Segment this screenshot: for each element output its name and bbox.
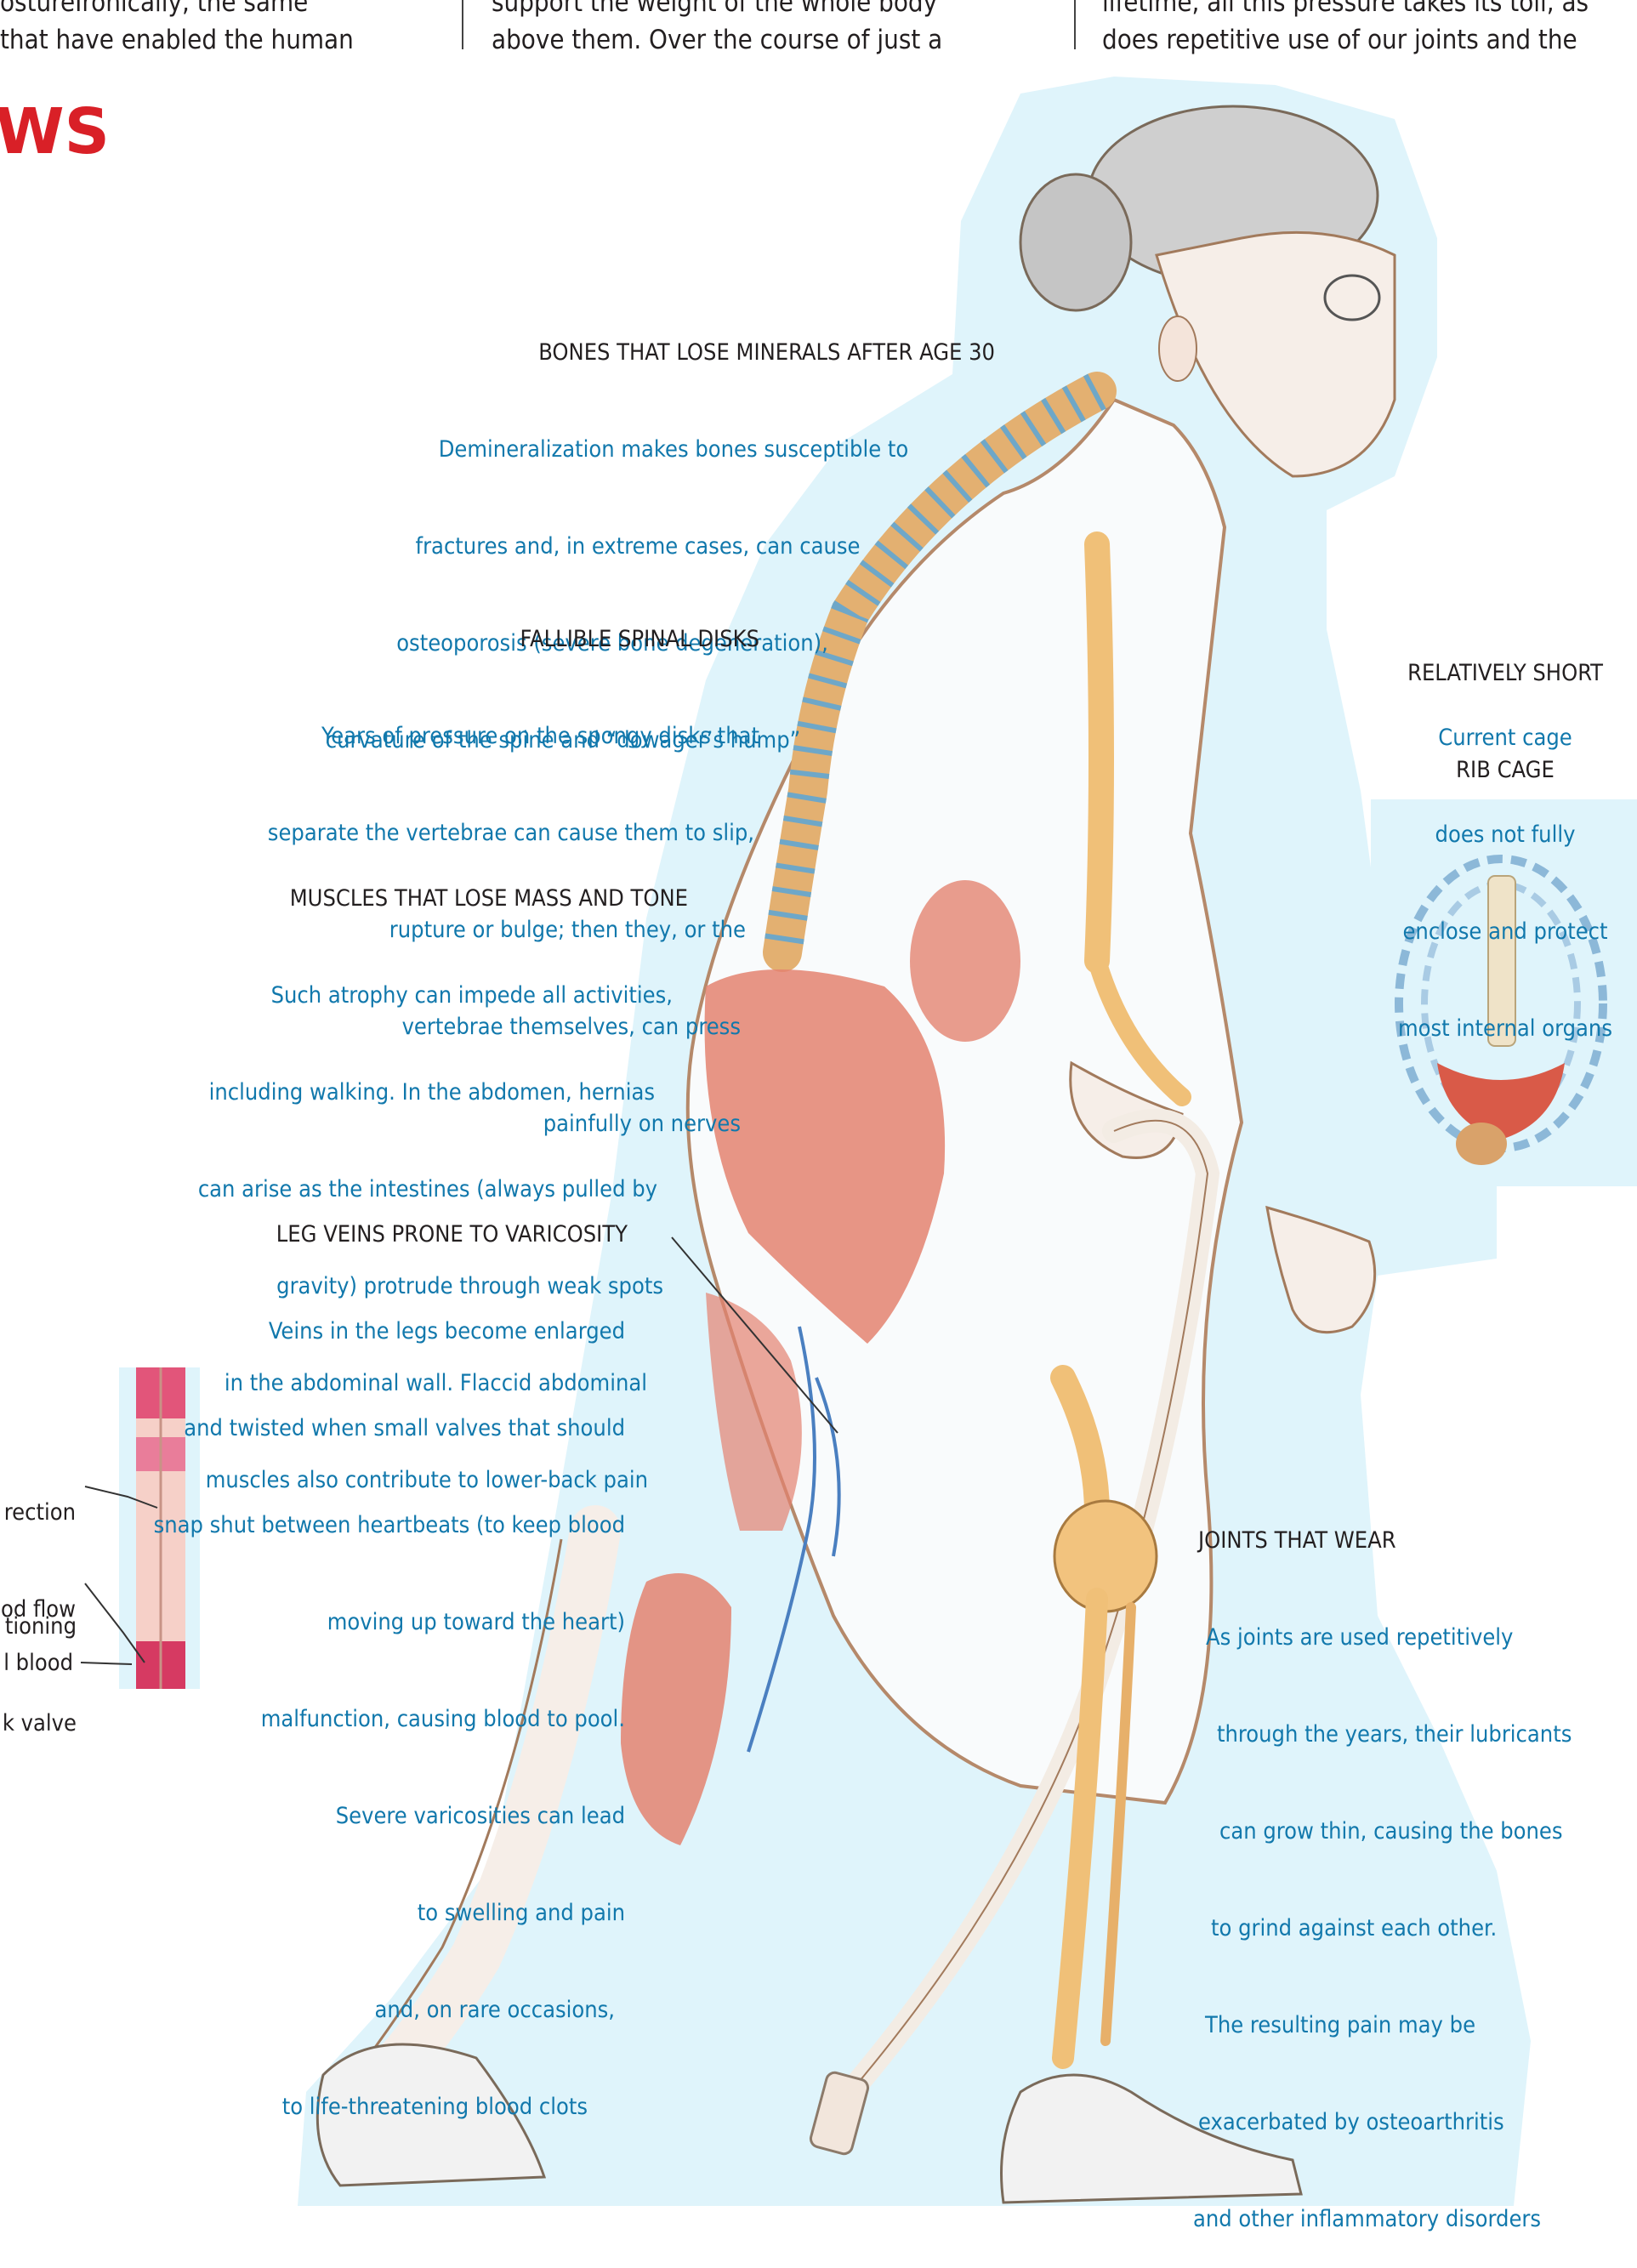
headline-fragment: WS — [0, 95, 110, 168]
hand-right — [1265, 1205, 1377, 1334]
callout-veins-line: moving up toward the heart) — [327, 1609, 625, 1635]
callout-muscles-line: in the abdominal wall. Flaccid abdominal — [224, 1370, 647, 1396]
callout-joints-line: The resulting pain may be — [1205, 2012, 1476, 2038]
callout-disks-text: Years of pressure on the spongy disks th… — [267, 656, 759, 1173]
callout-muscles-line: gravity) protrude through weak spots — [276, 1273, 663, 1299]
callout-joints-title: JOINTS THAT WEAR — [1198, 1527, 1396, 1554]
tibia — [1052, 1588, 1108, 2069]
inset-label-valve-line2: k valve — [2, 1710, 77, 1737]
femur — [1050, 1365, 1110, 1526]
face — [1155, 230, 1396, 478]
body-text-col1-line2: that have enabled the human — [0, 25, 354, 55]
callout-veins-line: and, on rare occasions, — [374, 1997, 616, 2023]
leg-veins — [747, 1326, 841, 1753]
callout-veins-title: LEG VEINS PRONE TO VARICOSITY — [276, 1221, 628, 1248]
inset-label-valve: tioning k valve — [3, 1546, 77, 1772]
callout-disks-line: vertebrae themselves, can press — [401, 1014, 741, 1040]
column-divider — [462, 0, 463, 49]
callout-joints-line: and other inflammatory disorders — [1193, 2206, 1542, 2232]
callout-veins-line: to life-threatening blood clots — [281, 2094, 588, 2120]
callout-muscles-text: Such atrophy can impede all activities, … — [198, 915, 685, 1529]
callout-disks-line: separate the vertebrae can cause them to… — [267, 820, 754, 846]
callout-bones-title: BONES THAT LOSE MINERALS AFTER AGE 30 — [538, 339, 995, 366]
abdominal-muscle — [910, 880, 1020, 1042]
inset-label-direction: rection od flow — [1, 1432, 76, 1658]
forearm-bone — [1088, 952, 1191, 1106]
callout-muscles-line: muscles also contribute to lower-back pa… — [205, 1467, 648, 1493]
callout-veins-line: to swelling and pain — [417, 1900, 625, 1926]
rib-cage-drawing — [1395, 855, 1607, 1165]
fibula — [1100, 1602, 1136, 2046]
callout-veins-line: Severe varicosities can lead — [335, 1803, 625, 1829]
inset-label-direction-line1: rection — [3, 1499, 76, 1526]
callout-joints-line: through the years, their lubricants — [1217, 1721, 1572, 1748]
gluteal-muscle — [704, 969, 946, 1344]
vein-inset-drawing — [136, 1367, 185, 1689]
callout-disks-title: FALLIBLE SPINAL DISKS — [520, 626, 759, 652]
inset-label-valve-line1: tioning — [4, 1613, 77, 1640]
callout-ribs-line: does not fully — [1435, 821, 1576, 848]
body-text-col3-line1: lifetime, all this pressure takes its to… — [1102, 0, 1589, 18]
inset-label-blood: l blood — [3, 1650, 73, 1676]
ear — [1158, 315, 1197, 382]
callout-muscles-line: including walking. In the abdomen, herni… — [208, 1079, 655, 1106]
callout-disks-line: rupture or bulge; then they, or the — [389, 917, 746, 943]
thigh-muscle — [706, 1293, 802, 1531]
callout-ribs-title-line2: RIB CAGE — [1456, 757, 1555, 783]
callout-bones-line: Demineralization makes bones susceptible… — [438, 436, 909, 463]
body-text-col2-line2: above them. Over the course of just a — [492, 25, 943, 55]
body-text-col1-line1: ostureIronically, the same — [0, 0, 309, 18]
callout-bones-text: Demineralization makes bones susceptible… — [298, 369, 978, 789]
hair-bun — [1019, 173, 1133, 312]
body-text-col3-line2: does repetitive use of our joints and th… — [1102, 25, 1577, 55]
callout-bones-line: fractures and, in extreme cases, can cau… — [415, 533, 861, 560]
column-divider — [1074, 0, 1076, 49]
callout-bones-line: curvature of the spine and “dowager’s hu… — [325, 727, 801, 753]
hand-left — [1069, 1060, 1184, 1159]
callout-veins-text: Veins in the legs become enlarged and tw… — [154, 1251, 625, 2156]
callout-joints-line: can grow thin, causing the bones — [1219, 1818, 1563, 1845]
body-text-col2-line1: support the weight of the whole body — [492, 0, 938, 18]
callout-veins-line: snap shut between heartbeats (to keep bl… — [153, 1512, 625, 1538]
callout-veins-line: Veins in the legs become enlarged — [268, 1318, 625, 1344]
calf-muscle — [621, 1573, 731, 1845]
callout-joints-line: to grind against each other. — [1211, 1915, 1498, 1941]
callout-ribs-line: Current cage — [1438, 725, 1572, 751]
back-shoe — [315, 2043, 547, 2187]
glasses — [1323, 274, 1381, 321]
arm-bone — [1084, 531, 1114, 974]
callout-ribs-line: most internal organs — [1397, 1015, 1612, 1042]
callout-muscles-line: Such atrophy can impede all activities, — [270, 982, 673, 1009]
inset-label-direction-line2: od flow — [0, 1596, 76, 1623]
callout-disks-line: Years of pressure on the spongy disks th… — [321, 723, 759, 749]
callout-bones-line: osteoporosis (severe bone degeneration), — [396, 630, 828, 657]
callout-muscles-line: can arise as the intestines (always pull… — [197, 1176, 657, 1202]
callout-veins-line: and twisted when small valves that shoul… — [184, 1415, 625, 1441]
anatomy-illustration — [80, 77, 1637, 2206]
spine — [763, 372, 1117, 972]
cane-tip — [809, 2071, 870, 2156]
back-leg-outline — [347, 1538, 563, 2084]
vein-leader-line — [671, 1236, 838, 1434]
callout-joints-line: As joints are used repetitively — [1206, 1624, 1514, 1651]
callout-ribs-title: RELATIVELY SHORT RIB CAGE — [1361, 593, 1637, 819]
inset-leader-3 — [80, 1662, 133, 1665]
callout-muscles-title: MUSCLES THAT LOSE MASS AND TONE — [289, 885, 688, 912]
inset-leader-1 — [84, 1486, 158, 1509]
callout-ribs-line: enclose and protect — [1402, 918, 1608, 945]
callout-ribs-text: Current cage does not fully enclose and … — [1361, 657, 1637, 1077]
front-shoe — [1000, 2073, 1303, 2204]
inset-leader-2 — [84, 1583, 145, 1663]
callout-veins-line: malfunction, causing blood to pool. — [260, 1706, 625, 1732]
callout-disks-line: painfully on nerves — [543, 1111, 741, 1137]
callout-joints-text: As joints are used repetitively through … — [1191, 1557, 1572, 2268]
callout-ribs-title-line1: RELATIVELY SHORT — [1407, 660, 1603, 686]
callout-joints-line: exacerbated by osteoarthritis — [1198, 2109, 1504, 2135]
